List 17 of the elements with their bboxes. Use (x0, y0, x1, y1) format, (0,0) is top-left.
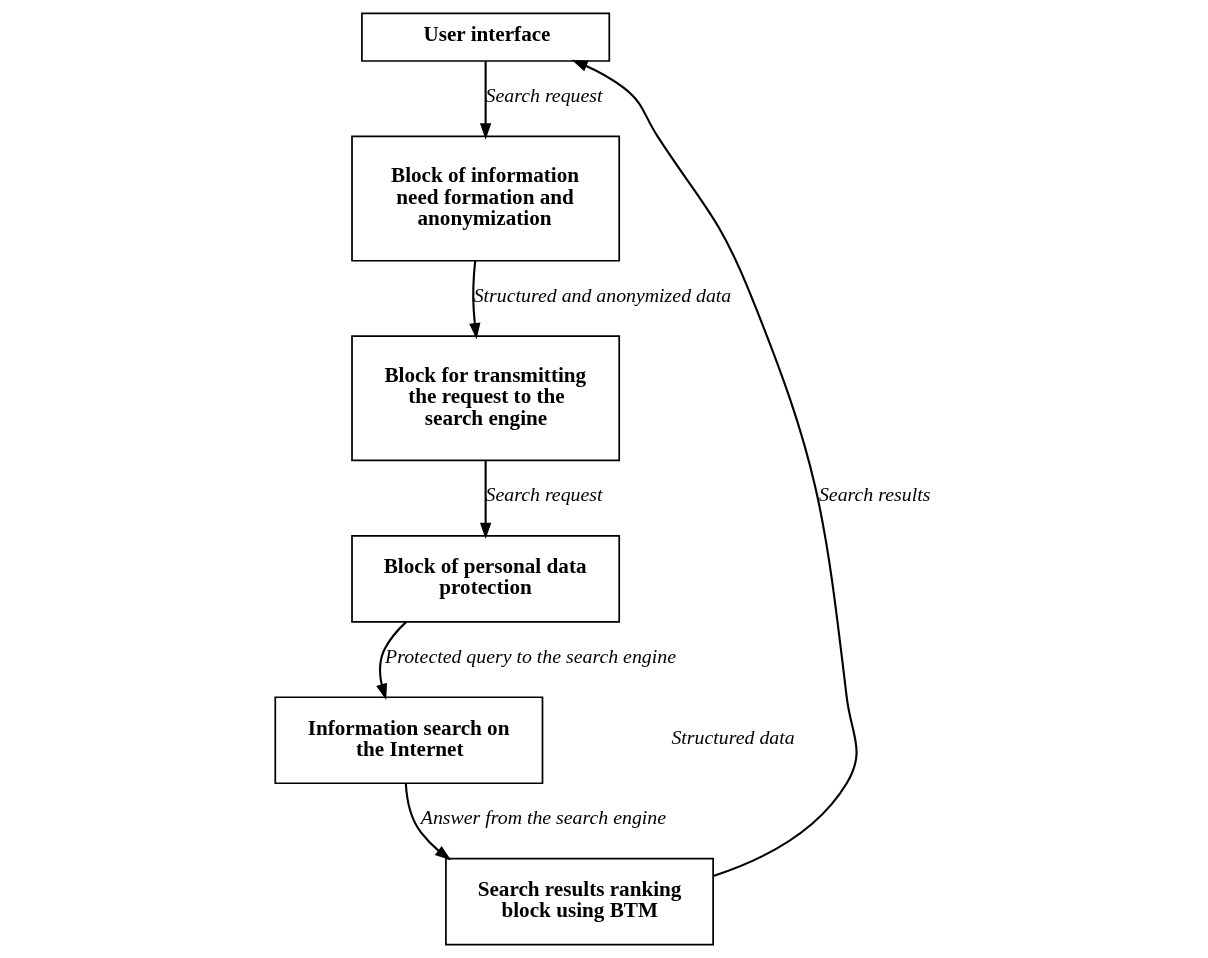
node-box: Block of information need formation and anonymization (351, 135, 621, 262)
edge-label: Search results (818, 483, 931, 506)
edge-label: Answer from the search engine (420, 806, 667, 829)
arrow (376, 621, 407, 700)
arrow (479, 61, 492, 140)
arrow (479, 460, 492, 539)
arrow (571, 59, 858, 877)
node-box: Block for transmitting the request to the search engine (351, 335, 621, 462)
node-box: User interface (361, 12, 611, 62)
node-box: Information search on the Internet (274, 696, 544, 785)
label: Structured data (671, 725, 795, 748)
arrow (404, 783, 452, 861)
edge-label: Structured and anonymized data (473, 283, 732, 306)
node-box: Block of personal data protection (351, 535, 621, 623)
node-box: Search results ranking block using BTM (445, 857, 714, 946)
arrow (469, 260, 481, 340)
edge-label: Protected query to the search engine (385, 644, 676, 667)
